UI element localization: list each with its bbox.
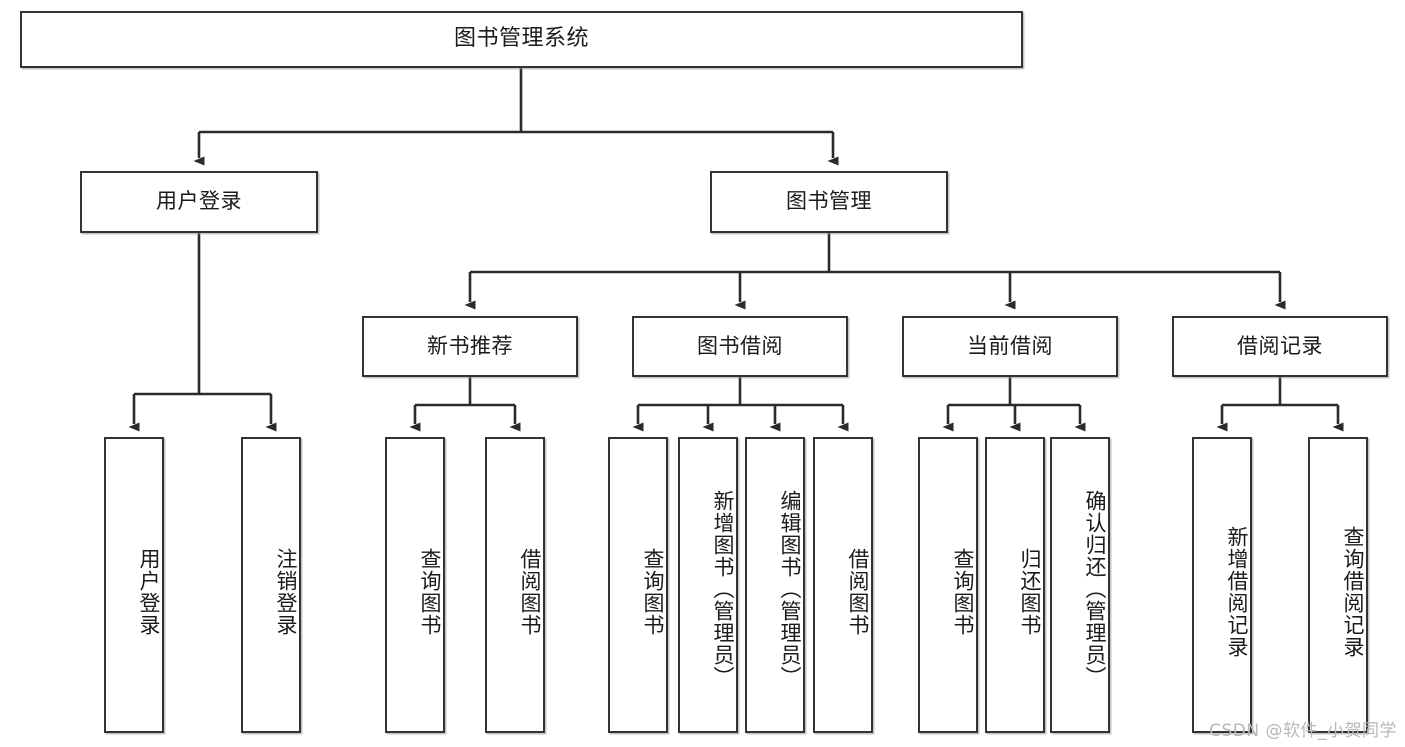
leaf-add-book-admin[interactable]: 新增图书（管理员） [678,437,738,733]
node-book-borrow[interactable]: 图书借阅 [632,316,848,377]
leaf-confirm-return-admin[interactable]: 确认归还（管理员） [1050,437,1110,733]
node-label: 注销登录 [274,548,298,636]
leaf-query-borrow-record[interactable]: 查询借阅记录 [1308,437,1368,733]
node-label: 借阅图书 [518,548,542,636]
leaf-query-book-borrow[interactable]: 查询图书 [608,437,668,733]
node-label: 用户登录 [156,189,242,214]
node-label: 当前借阅 [967,333,1053,358]
node-label: 借阅记录 [1237,333,1323,358]
node-label: 图书管理系统 [453,26,589,52]
leaf-return-book[interactable]: 归还图书 [985,437,1045,733]
leaf-borrow-book[interactable]: 借阅图书 [813,437,873,733]
node-label: 归还图书 [1018,548,1042,636]
node-label: 图书管理 [786,189,872,214]
leaf-query-book-new[interactable]: 查询图书 [385,437,445,733]
leaf-user-logout[interactable]: 注销登录 [241,437,301,733]
node-current-borrow[interactable]: 当前借阅 [902,316,1118,377]
node-book-management[interactable]: 图书管理 [710,171,948,233]
node-root-system[interactable]: 图书管理系统 [20,11,1023,68]
node-label: 新增借阅记录 [1225,526,1249,658]
leaf-edit-book-admin[interactable]: 编辑图书（管理员） [745,437,805,733]
node-label: 确认归还（管理员） [1083,490,1107,688]
csdn-watermark: CSDN @软件_小贺同学 [1209,721,1397,741]
node-label: 查询借阅记录 [1341,526,1365,658]
node-label: 新增图书（管理员） [711,490,735,688]
node-new-book-recommend[interactable]: 新书推荐 [362,316,578,377]
node-label: 查询图书 [418,548,442,636]
leaf-user-login[interactable]: 用户登录 [104,437,164,733]
leaf-borrow-book-new[interactable]: 借阅图书 [485,437,545,733]
node-label: 新书推荐 [427,333,513,358]
leaf-add-borrow-record[interactable]: 新增借阅记录 [1192,437,1252,733]
node-label: 查询图书 [951,548,975,636]
node-user-login[interactable]: 用户登录 [80,171,318,233]
node-label: 图书借阅 [697,333,783,358]
leaf-query-book-current[interactable]: 查询图书 [918,437,978,733]
node-label: 借阅图书 [846,548,870,636]
node-borrow-record[interactable]: 借阅记录 [1172,316,1388,377]
node-label: 查询图书 [641,548,665,636]
node-label: 编辑图书（管理员） [778,490,802,688]
node-label: 用户登录 [137,548,161,636]
